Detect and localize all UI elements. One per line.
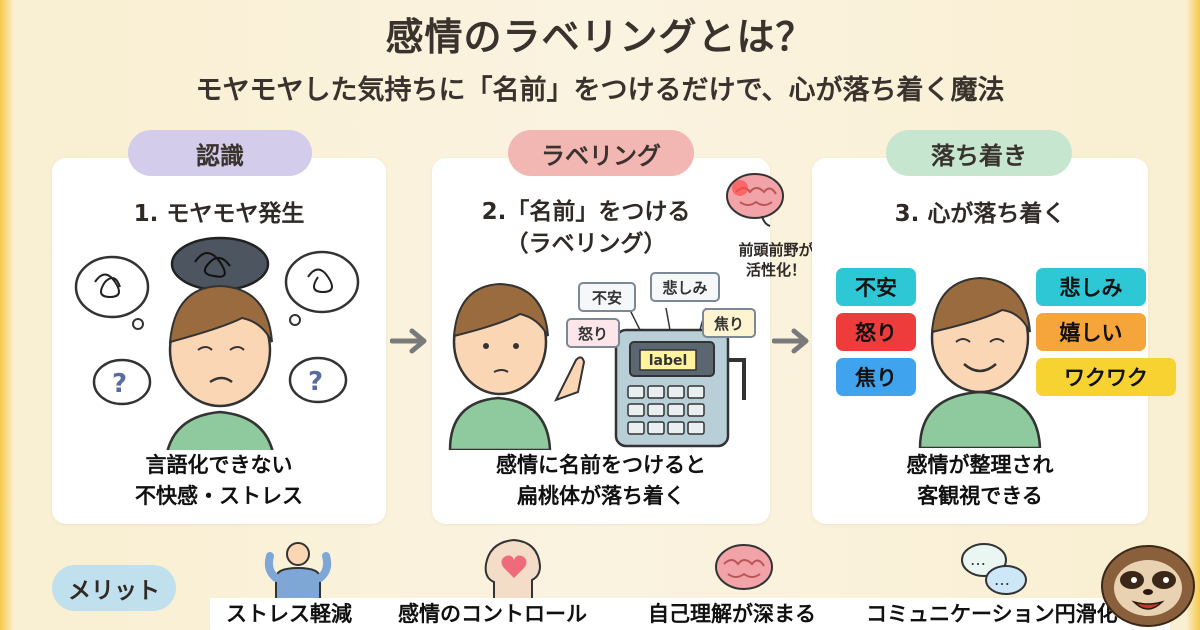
step-title-2: 2.「名前」をつける （ラベリング） (436, 196, 736, 260)
pill-calm: 落ち着き (886, 130, 1072, 176)
caption-2-line-2: 扁桃体が落ち着く (503, 481, 699, 512)
label-maker-icon (614, 307, 746, 448)
caption-1: 言語化できない 不快感・ストレス (60, 450, 378, 512)
pill-labeling: ラベリング (508, 130, 694, 176)
emotion-tag-happy: 嬉しい (1036, 313, 1146, 351)
emotion-tag-excited: ワクワク (1036, 358, 1176, 396)
caption-3-line-2: 客観視できる (903, 481, 1057, 512)
machine-tag-anger: 怒り (566, 318, 620, 348)
emotion-tag-anxiety: 不安 (836, 268, 916, 306)
page-title: 感情のラベリングとは？ (385, 15, 815, 59)
pill-recognition: 認識 (128, 130, 312, 176)
merit-communication: コミュニケーション円滑化 (866, 602, 1118, 626)
person-head-icon (163, 284, 277, 472)
machine-tag-impatience: 焦り (702, 308, 756, 338)
machine-tag-sadness: 悲しみ (650, 272, 720, 302)
chat-bubbles-icon: … … (961, 543, 1027, 595)
machine-label-text: label (648, 353, 688, 369)
svg-text:?: ? (308, 367, 323, 397)
page-subtitle: モヤモヤした気持ちに「名前」をつけるだけで、心が落ち着く魔法 (195, 75, 1005, 106)
emotion-tag-sadness: 悲しみ (1036, 268, 1146, 306)
merit-emotion-control: 感情のコントロール (398, 602, 587, 626)
thought-cloud-icon (74, 255, 150, 330)
emotion-tag-anger: 怒り (836, 313, 916, 351)
step-title-2-line-2: （ラベリング） (505, 231, 667, 257)
step-title-3: 3. 心が落ち着く (894, 201, 1066, 227)
strong-person-icon (264, 542, 332, 600)
person-calm-illustration (918, 276, 1042, 448)
prefrontal-note-line-2: 活性化！ (745, 261, 806, 279)
pill-label: 落ち着き (931, 141, 1027, 170)
dark-cloud-icon (170, 236, 270, 292)
caption-3: 感情が整理され 客観視できる (820, 450, 1140, 512)
prefrontal-note-line-1: 前頭前野が (738, 241, 814, 259)
heart-head-icon (484, 538, 542, 600)
prefrontal-note: 前頭前野が 活性化！ (728, 240, 824, 280)
svg-text:…: … (970, 550, 986, 569)
merit-label-bar (210, 598, 1170, 630)
caption-2-line-1: 感情に名前をつけると (482, 450, 720, 481)
caption-2: 感情に名前をつけると 扁桃体が落ち着く (440, 450, 762, 512)
brain-icon (726, 173, 784, 227)
brain-icon (715, 544, 773, 590)
pill-label: ラベリング (541, 141, 661, 170)
question-bubble-icon: ? (288, 356, 348, 404)
machine-tag-anxiety: 不安 (578, 282, 636, 312)
merit-self-understanding: 自己理解が深まる (648, 602, 816, 626)
question-bubble-icon: ? (92, 358, 152, 406)
caption-1-line-1: 言語化できない (131, 450, 307, 481)
person-head-icon (448, 282, 586, 450)
merit-stress-relief: ストレス軽減 (226, 602, 352, 626)
merit-pill: メリット (52, 565, 176, 611)
step-title-2-line-1: 2.「名前」をつける (481, 199, 691, 225)
caption-3-line-1: 感情が整理され (892, 450, 1068, 481)
pill-label: 認識 (196, 141, 244, 170)
thought-cloud-icon (284, 250, 360, 326)
arrow-right-icon (772, 328, 809, 354)
arrow-right-icon (390, 328, 427, 354)
step-title-1: 1. モヤモヤ発生 (133, 201, 305, 227)
person-labeling-illustration (448, 282, 746, 450)
svg-text:?: ? (112, 369, 127, 399)
person-confused-illustration: ? ? (74, 236, 360, 472)
sloth-mascot-icon (1101, 545, 1195, 627)
emotion-tag-impatience: 焦り (836, 358, 916, 396)
svg-text:…: … (994, 570, 1010, 589)
caption-1-line-2: 不快感・ストレス (121, 481, 317, 512)
